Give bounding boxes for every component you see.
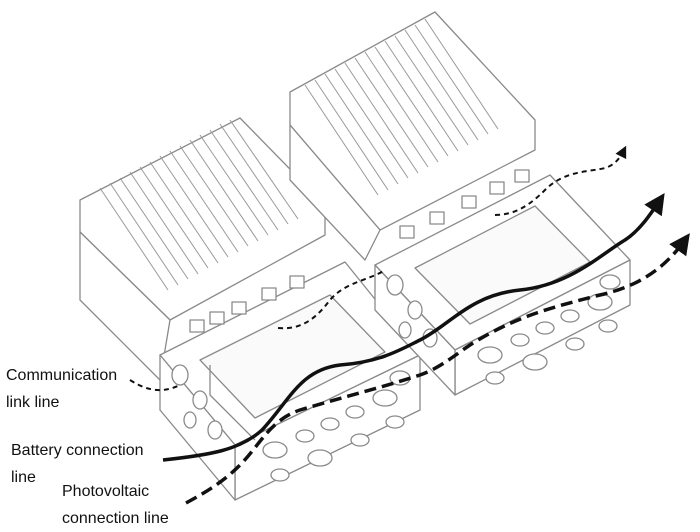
communication-cable-internal [277,269,386,330]
label-photovoltaic-line2: connection line [62,510,169,527]
label-communication-line2: link line [6,394,60,411]
knockouts-left-side [171,364,223,440]
heatsink-fins-left [99,119,299,291]
knockouts-left-front [262,370,411,482]
inverter-unit-right [289,11,631,396]
communication-cable-right [494,145,627,216]
terminal-block-left [189,275,305,333]
label-battery-line1: Battery connection [11,442,144,459]
label-photovoltaic-line1: Photovoltaic [62,483,150,500]
terminal-block-right [399,169,530,239]
label-photovoltaic-connection-line: Photovoltaic connection line [62,478,169,532]
communication-cable-left [129,379,181,391]
heatsink-fins-right [304,18,499,196]
label-communication-link-line: Communication link line [6,362,117,416]
battery-cable [162,193,665,462]
inverter-unit-left [79,117,421,501]
photovoltaic-cable [185,233,690,505]
label-communication-line1: Communication [6,367,118,384]
label-battery-connection-line: Battery connection line [11,437,144,491]
knockouts-right-front [477,274,621,385]
label-battery-line2: line [11,469,36,486]
